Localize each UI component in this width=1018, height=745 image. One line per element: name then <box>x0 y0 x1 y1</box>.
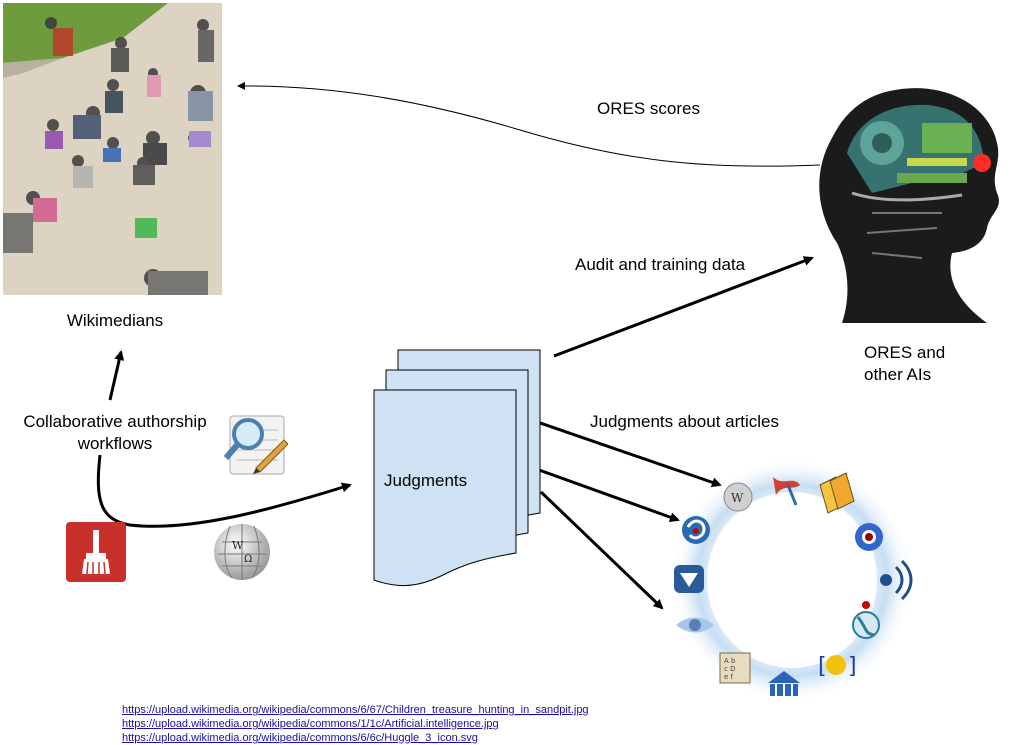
wikinews-ring-icon <box>676 617 714 633</box>
judgment-arrow-2 <box>527 464 680 522</box>
svg-text:W: W <box>232 539 244 552</box>
audit-training-arrow <box>553 256 814 358</box>
ai-head-image <box>812 83 1012 328</box>
wikipedia-ring-icon: W <box>723 482 753 512</box>
ores-scores-arrow <box>237 81 821 167</box>
wikiversity-ring-icon <box>674 565 704 593</box>
ores-ais-label-line1: ORES and <box>864 343 946 362</box>
wiktionary-ring-icon <box>773 477 800 506</box>
wikisource-ring-icon: A bc De f <box>719 652 751 684</box>
workflows-to-wikimedians-arrow <box>108 350 125 401</box>
collab-label-line1: Collaborative authorship <box>23 412 207 431</box>
collab-label-line2: workflows <box>77 434 153 453</box>
wikimedia-commons-ring-icon <box>855 523 883 551</box>
source-links: https://upload.wikimedia.org/wikipedia/c… <box>122 703 589 745</box>
workflows-to-judgments-arrow <box>96 454 352 528</box>
judgments-document-stack <box>370 348 550 588</box>
wikivoyage-ring-icon <box>682 516 710 544</box>
ores-ais-label-line2: other AIs <box>864 365 932 384</box>
source-link-sandpit[interactable]: https://upload.wikimedia.org/wikipedia/c… <box>122 704 589 716</box>
wikipedia-globe-icon: W Ω <box>212 522 272 582</box>
wikimedians-label: Wikimedians <box>66 311 164 330</box>
svg-text:]: ] <box>848 654 857 679</box>
svg-text:W: W <box>731 491 744 505</box>
judgment-arrow-3 <box>539 490 664 610</box>
judgments-label: Judgments <box>384 471 468 490</box>
children-sandpit-photo <box>3 3 222 295</box>
svg-text:Ω: Ω <box>244 554 252 565</box>
ores-scores-label: ORES scores <box>597 99 700 118</box>
svg-text:e f: e f <box>724 673 734 681</box>
broom-icon <box>66 522 126 582</box>
wikispecies-ring-icon <box>880 559 913 601</box>
audit-training-label: Audit and training data <box>575 255 746 274</box>
source-link-huggle[interactable]: https://upload.wikimedia.org/wikipedia/c… <box>122 732 478 744</box>
judgments-about-label: Judgments about articles <box>590 412 779 431</box>
source-link-ai[interactable]: https://upload.wikimedia.org/wikipedia/c… <box>122 718 499 730</box>
svg-text:A b: A b <box>724 657 736 665</box>
wikibooks-ring-icon <box>819 472 855 514</box>
wikiquote-ring-icon: [] <box>818 654 857 679</box>
wikimedia-foundation-ring-icon <box>768 671 800 696</box>
magnifier-pencil-icon <box>222 412 289 476</box>
svg-text:c D: c D <box>724 665 735 673</box>
wikidata-ring-icon <box>852 601 880 639</box>
svg-text:[: [ <box>818 654 827 679</box>
